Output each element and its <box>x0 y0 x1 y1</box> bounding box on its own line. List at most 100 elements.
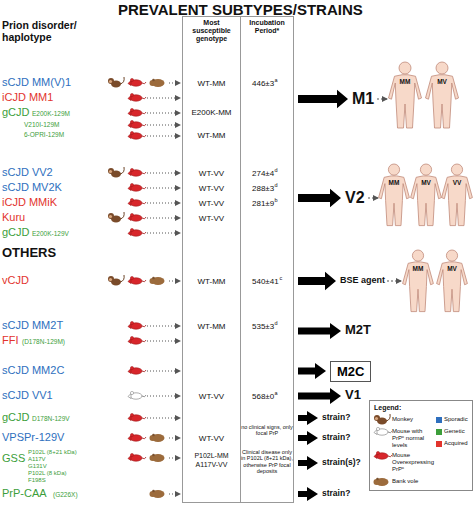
disorder-label: sCJD VV1 <box>2 389 53 402</box>
mouse-head <box>128 216 131 221</box>
strain-arrow <box>298 411 318 425</box>
mouse-tail <box>142 457 146 459</box>
mouse-ear <box>130 336 133 339</box>
legend-text: Monkey <box>392 416 434 423</box>
strain-label: M1 <box>352 90 374 108</box>
mouse-ear <box>130 321 133 324</box>
mouse-tail <box>142 112 146 114</box>
strain-label: strain? <box>322 413 350 423</box>
legend-swatch <box>436 429 442 435</box>
mouse-tail <box>142 417 146 419</box>
mouse-ear <box>130 108 133 111</box>
human-head <box>388 164 399 175</box>
strain-label: V2 <box>345 189 365 207</box>
dotted-arrow <box>147 188 180 189</box>
vole-head <box>150 455 156 461</box>
incubation-cell: 288±3 <box>252 184 274 193</box>
mouse-ear <box>130 78 133 81</box>
dotted-arrow <box>147 218 180 219</box>
genotype-column <box>183 17 241 503</box>
disorder-label: sCJD MV2K <box>2 181 62 194</box>
dotted-arrow <box>147 418 180 419</box>
mouse-ear <box>130 93 133 96</box>
human-figure <box>426 75 459 128</box>
incubation-cell: 281±9 <box>252 199 274 208</box>
human-figure <box>442 176 473 226</box>
mouse-ear <box>376 451 379 454</box>
disorder-label: E200K-129V <box>32 230 69 237</box>
mouse-tail <box>388 431 392 433</box>
footnote-mark: a <box>275 77 278 83</box>
vole-head <box>150 278 156 284</box>
human-figure <box>403 262 434 312</box>
legend-text: Mouse with PrPᶜ normal levels <box>392 428 434 449</box>
human-head <box>399 62 411 74</box>
disorder-label: FFI <box>2 334 19 347</box>
dashed-arrow <box>387 280 401 281</box>
mouse-ear <box>130 168 133 171</box>
dotted-arrow <box>169 83 180 84</box>
dotted-arrow <box>147 233 180 234</box>
human-head <box>446 250 457 261</box>
monkey-head <box>108 168 114 174</box>
mouse-head <box>128 231 131 236</box>
footnote-mark: a <box>275 390 278 396</box>
mouse-ear <box>130 183 133 186</box>
disorder-label: OTHERS <box>2 246 56 261</box>
legend-text: Mouse Overexpressing PrPᶜ <box>392 452 434 473</box>
mouse-tail <box>142 232 146 234</box>
strain-arrow <box>298 431 318 445</box>
human-figure <box>411 176 442 226</box>
legend-text: Genetic <box>444 428 465 435</box>
mouse-ear <box>376 427 379 430</box>
mouse-head <box>128 81 131 86</box>
mouse-head <box>128 111 131 116</box>
mouse-tail <box>142 202 146 204</box>
disorder-label: V210I-129M <box>24 121 59 128</box>
strain-arrow <box>298 487 318 501</box>
dotted-arrow <box>169 281 180 282</box>
incubation-cell: 446±3 <box>252 79 274 88</box>
strain-arrow <box>298 388 341 404</box>
figure-title: PREVALENT SUBTYPES/STRAINS <box>118 1 363 18</box>
strain-label: M2T <box>345 323 371 338</box>
monkey-face <box>109 170 112 173</box>
strain-box: M2C <box>330 361 371 382</box>
strain-label: MM <box>408 265 428 272</box>
mouse-head <box>128 279 131 284</box>
strain-arrow <box>298 90 348 108</box>
mouse-head <box>128 394 131 399</box>
disorder-label: sCJD MM(V)1 <box>2 76 71 89</box>
disorder-label: iCJD MMiK <box>2 196 57 209</box>
genotype-cell: WT-VV <box>184 214 239 223</box>
disorder-label: iCJD MM1 <box>2 91 53 104</box>
strain-label: MV <box>416 179 436 186</box>
genotype-cell: WT-MM <box>184 322 239 331</box>
human-figure <box>379 176 410 226</box>
strain-arrow <box>298 189 341 207</box>
legend-text: Acquired <box>444 440 468 447</box>
disorder-label: sCJD VV2 <box>2 166 53 179</box>
mouse-tail <box>142 82 146 84</box>
footnote-mark: b <box>275 197 278 203</box>
strain-label: BSE agent <box>340 275 385 285</box>
mouse-ear <box>130 228 133 231</box>
monkey-head <box>108 276 114 282</box>
vole-head <box>150 435 156 441</box>
mouse-tail <box>142 340 146 342</box>
mouse-head <box>128 436 131 441</box>
genotype-cell: WT-MM <box>184 277 239 286</box>
dotted-arrow <box>147 326 180 327</box>
vole-head <box>150 80 156 86</box>
mouse-head <box>128 456 131 461</box>
genotype-cell: WT-MM <box>184 79 239 88</box>
genotype-cell: WT-VV <box>184 169 239 178</box>
monkey-face <box>109 215 112 218</box>
dotted-arrow <box>147 113 180 114</box>
genotype-cell: WT-VV <box>184 392 239 401</box>
disorder-label: E200K-129M <box>32 110 70 117</box>
disorder-label: gCJD <box>2 411 30 424</box>
incubation-column <box>241 17 294 503</box>
strain-arrow <box>298 363 326 379</box>
